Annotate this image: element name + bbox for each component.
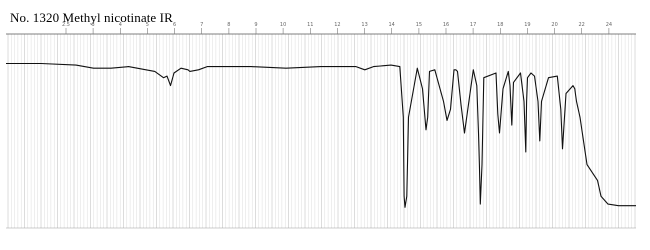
top-axis-tick-label: 4 xyxy=(119,22,122,28)
top-axis-tick-label: 24 xyxy=(606,22,612,28)
top-axis-tick-label: 13 xyxy=(361,22,367,28)
top-axis-tick-label: 19 xyxy=(524,22,530,28)
top-axis-tick-label: 7 xyxy=(200,22,203,28)
spectrum-line-0 xyxy=(6,62,636,208)
top-axis-tick-label: 17 xyxy=(470,22,476,28)
top-axis-tick-label: 12 xyxy=(334,22,340,28)
page-title: No. 1320 Methyl nicotinate IR xyxy=(10,10,173,25)
top-axis-tick-label: 15 xyxy=(416,22,422,28)
top-axis-tick-label: 2.5 xyxy=(62,22,70,28)
top-axis-tick-label: 11 xyxy=(307,22,313,28)
top-axis-tick-label: 8 xyxy=(227,22,230,28)
top-axis-tick-label: 14 xyxy=(389,22,395,28)
top-axis-tick-label: 10 xyxy=(280,22,286,28)
top-axis-tick-label: 18 xyxy=(497,22,503,28)
top-axis-tick-label: 5 xyxy=(146,22,149,28)
top-axis-tick-label: 6 xyxy=(173,22,176,28)
top-axis-tick-label: 16 xyxy=(443,22,449,28)
top-axis-tick-label: 22 xyxy=(579,22,585,28)
top-axis-tick-label: 20 xyxy=(551,22,557,28)
top-axis-tick-label: 3 xyxy=(92,22,95,28)
top-axis-tick-label: 9 xyxy=(254,22,257,28)
